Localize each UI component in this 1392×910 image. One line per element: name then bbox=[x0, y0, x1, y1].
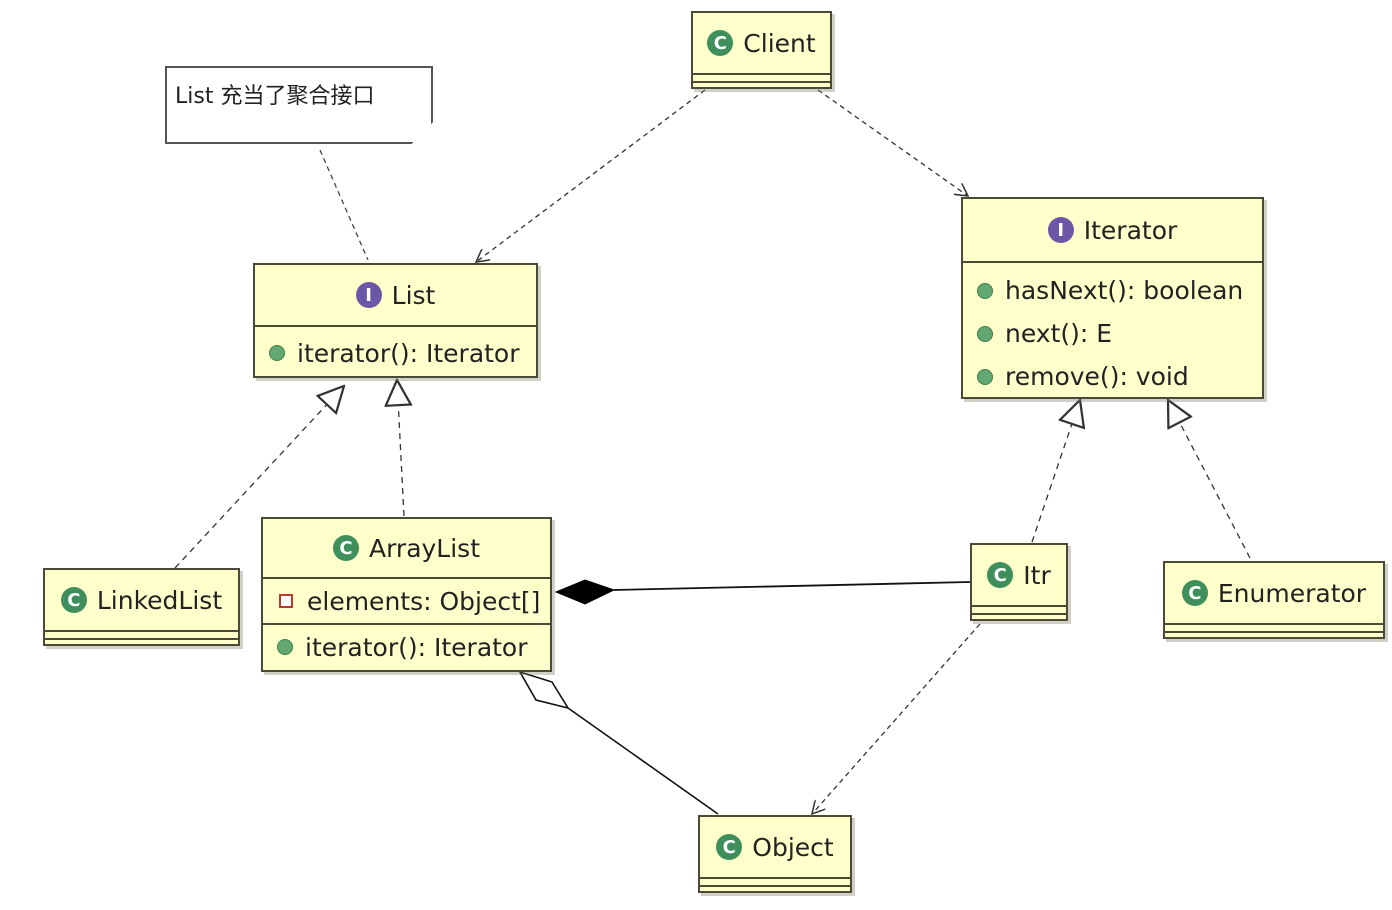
interface-name: Iterator bbox=[1083, 215, 1178, 245]
class-name: Itr bbox=[1023, 560, 1051, 590]
method-signature: hasNext(): boolean bbox=[1005, 276, 1244, 305]
public-method-icon bbox=[977, 325, 993, 342]
method-row[interactable]: hasNext(): boolean bbox=[963, 269, 1262, 312]
note-list-aggregate: List 充当了聚合接口 bbox=[165, 66, 433, 144]
enumerator-realization bbox=[1168, 400, 1251, 559]
itr-object-dependency bbox=[812, 623, 981, 814]
method-signature: remove(): void bbox=[1005, 362, 1189, 391]
method-signature: next(): E bbox=[1005, 319, 1113, 348]
method-signature: iterator(): Iterator bbox=[305, 632, 528, 662]
class-linkedlist[interactable]: C LinkedList bbox=[43, 568, 240, 646]
method-signature: iterator(): Iterator bbox=[297, 338, 520, 368]
class-client[interactable]: C Client bbox=[691, 11, 832, 89]
object-arraylist-aggregation bbox=[567, 707, 719, 815]
public-method-icon bbox=[269, 345, 285, 361]
class-name: LinkedList bbox=[96, 585, 223, 615]
arraylist-realization bbox=[397, 380, 404, 517]
client-iterator-dependency bbox=[817, 89, 968, 196]
class-name: Client bbox=[743, 28, 816, 58]
class-enumerator[interactable]: C Enumerator bbox=[1163, 561, 1385, 639]
method-row[interactable]: iterator(): Iterator bbox=[255, 333, 536, 373]
class-icon: C bbox=[332, 535, 359, 561]
class-icon: C bbox=[60, 587, 87, 613]
class-name: Enumerator bbox=[1217, 578, 1367, 608]
class-icon: C bbox=[716, 834, 743, 860]
method-row[interactable]: remove(): void bbox=[963, 355, 1262, 398]
class-name: ArrayList bbox=[368, 533, 481, 563]
class-icon: C bbox=[1181, 580, 1208, 606]
note-text: List 充当了聚合接口 bbox=[175, 84, 375, 109]
interface-icon: I bbox=[355, 282, 382, 308]
linkedlist-realization bbox=[174, 386, 344, 569]
public-method-icon bbox=[977, 282, 993, 299]
class-name: Object bbox=[752, 832, 834, 862]
method-row[interactable]: next(): E bbox=[963, 312, 1262, 355]
field-signature: elements: Object[] bbox=[307, 586, 541, 616]
interface-iterator[interactable]: I Iterator hasNext(): boolean next(): E … bbox=[961, 197, 1264, 399]
field-row[interactable]: elements: Object[] bbox=[263, 579, 550, 623]
class-arraylist[interactable]: C ArrayList elements: Object[] iterator(… bbox=[261, 517, 552, 672]
class-icon: C bbox=[987, 562, 1014, 588]
client-list-dependency bbox=[476, 89, 706, 262]
private-field-icon bbox=[279, 594, 293, 608]
class-object[interactable]: C Object bbox=[698, 815, 852, 893]
itr-arraylist-composition bbox=[613, 581, 971, 591]
composition-diamond bbox=[554, 579, 616, 605]
public-method-icon bbox=[277, 639, 293, 655]
itr-realization bbox=[1031, 400, 1080, 543]
class-itr[interactable]: C Itr bbox=[970, 543, 1068, 621]
interface-list[interactable]: I List iterator(): Iterator bbox=[253, 263, 538, 378]
method-row[interactable]: iterator(): Iterator bbox=[263, 625, 550, 669]
interface-icon: I bbox=[1047, 217, 1074, 243]
interface-name: List bbox=[391, 280, 436, 310]
public-method-icon bbox=[977, 368, 993, 385]
note-anchor-line bbox=[319, 149, 369, 261]
aggregation-diamond bbox=[518, 670, 570, 710]
class-icon: C bbox=[707, 30, 734, 56]
